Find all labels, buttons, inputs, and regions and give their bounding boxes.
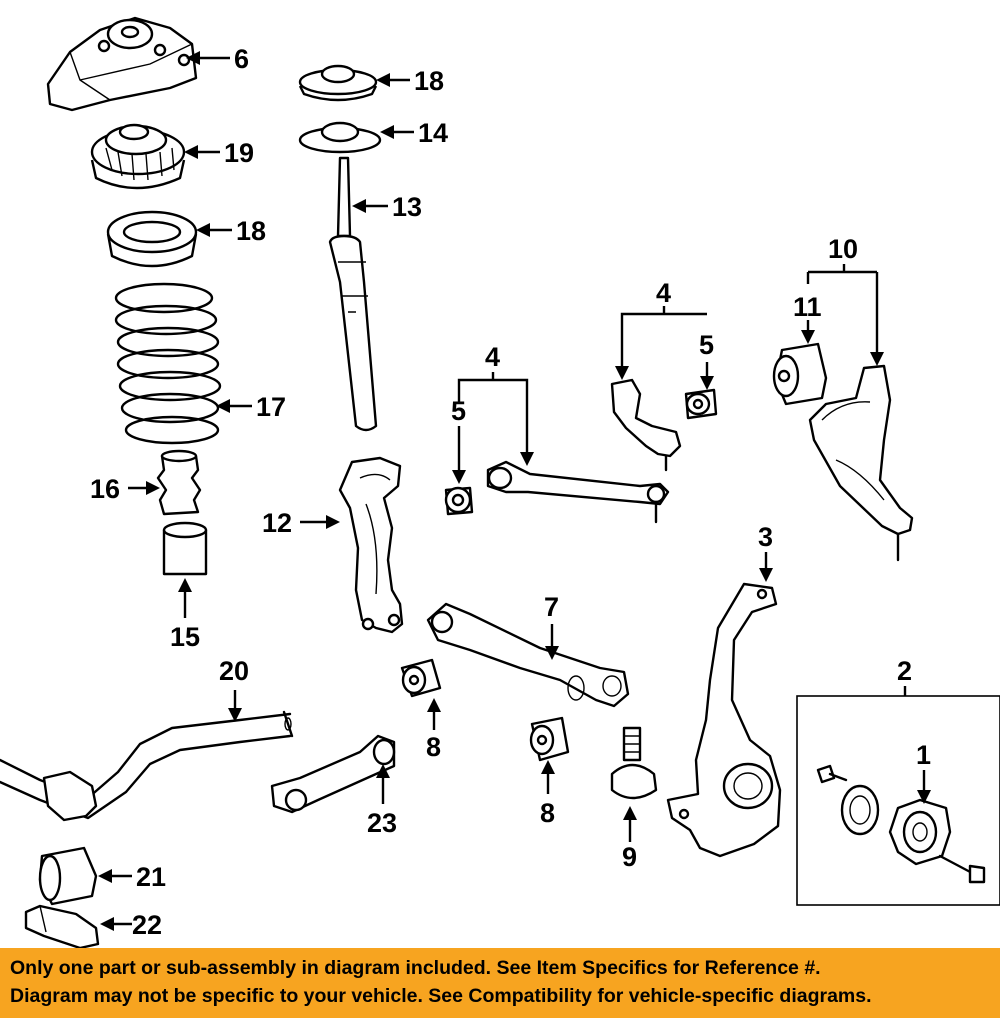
- part-5-bushing-middle: [444, 486, 474, 516]
- callout-21: 21: [136, 862, 166, 892]
- part-11-bushing-large: [772, 342, 828, 406]
- callout-17: 17: [256, 392, 286, 422]
- part-2-hub-assembly-box: [796, 695, 1000, 906]
- part-21-stabilizer-bushing: [38, 846, 98, 906]
- callout-4-upper: 4: [656, 278, 671, 308]
- part-7-lower-arm: [426, 602, 630, 708]
- part-9-ball-joint: [610, 726, 658, 800]
- part-6-strut-mount-bracket: [46, 16, 198, 112]
- callout-5-upper: 5: [699, 330, 714, 360]
- callout-18-lower: 18: [236, 216, 266, 246]
- callout-3: 3: [758, 522, 773, 552]
- callout-11: 11: [793, 292, 822, 322]
- disclaimer-banner: Only one part or sub-assembly in diagram…: [0, 948, 1000, 1018]
- part-23-stabilizer-link: [270, 734, 396, 814]
- part-19-strut-bearing-mount: [90, 123, 186, 190]
- callout-23: 23: [367, 808, 397, 838]
- part-18-spring-isolator-lower: [106, 210, 198, 268]
- part-18-isolator-upper: [298, 64, 378, 102]
- callout-8-b: 8: [540, 798, 555, 828]
- part-12-bracket: [338, 456, 404, 634]
- callout-9: 9: [622, 842, 637, 872]
- callout-16: 16: [90, 474, 120, 504]
- callout-15: 15: [170, 622, 200, 652]
- part-1-wheel-hub: [888, 798, 952, 866]
- callout-5-middle: 5: [451, 396, 466, 426]
- hub-bolt-left: [816, 764, 848, 784]
- part-20-stabilizer-bar: [0, 710, 294, 822]
- callout-4-middle: 4: [485, 342, 500, 372]
- part-22-stabilizer-bracket: [24, 904, 100, 948]
- callout-18-upper: 18: [414, 66, 444, 96]
- part-8-bushing-a: [400, 658, 442, 698]
- callout-8-a: 8: [426, 732, 441, 762]
- part-3-steering-knuckle: [666, 582, 782, 858]
- disclaimer-line-2: Diagram may not be specific to your vehi…: [10, 985, 872, 1007]
- callout-19: 19: [224, 138, 254, 168]
- part-13-strut: [328, 156, 378, 432]
- part-8-bushing-b: [529, 716, 570, 762]
- suspension-parts-diagram: 6 19 18 17 16 15 18 14 13 12 5 4 4 5 10 …: [0, 16, 1000, 948]
- part-4-upper-link: [610, 378, 682, 472]
- callout-7: 7: [544, 592, 559, 622]
- callout-2: 2: [897, 656, 912, 686]
- wheel-bearing: [840, 784, 880, 836]
- callout-12: 12: [262, 508, 292, 538]
- callout-22: 22: [132, 910, 162, 940]
- callout-20: 20: [219, 656, 249, 686]
- callout-1: 1: [916, 740, 931, 770]
- part-14-spring-seat: [298, 121, 382, 154]
- callout-6: 6: [234, 44, 249, 74]
- part-16-bump-stop: [156, 449, 202, 516]
- callout-labels: 6 19 18 17 16 15 18 14 13 12 5 4 4 5 10 …: [90, 44, 931, 940]
- part-10-lower-control-arm: [808, 364, 914, 562]
- part-17-coil-spring: [114, 282, 222, 445]
- callout-10: 10: [828, 234, 858, 264]
- disclaimer-line-1: Only one part or sub-assembly in diagram…: [10, 957, 821, 979]
- leader-lines: [98, 51, 931, 931]
- part-4-control-arm-middle: [486, 460, 670, 524]
- callout-14: 14: [418, 118, 448, 148]
- hub-bolt-right: [938, 854, 986, 884]
- part-15-dust-boot: [162, 521, 208, 576]
- part-5-bushing-upper: [684, 388, 718, 420]
- callout-13: 13: [392, 192, 422, 222]
